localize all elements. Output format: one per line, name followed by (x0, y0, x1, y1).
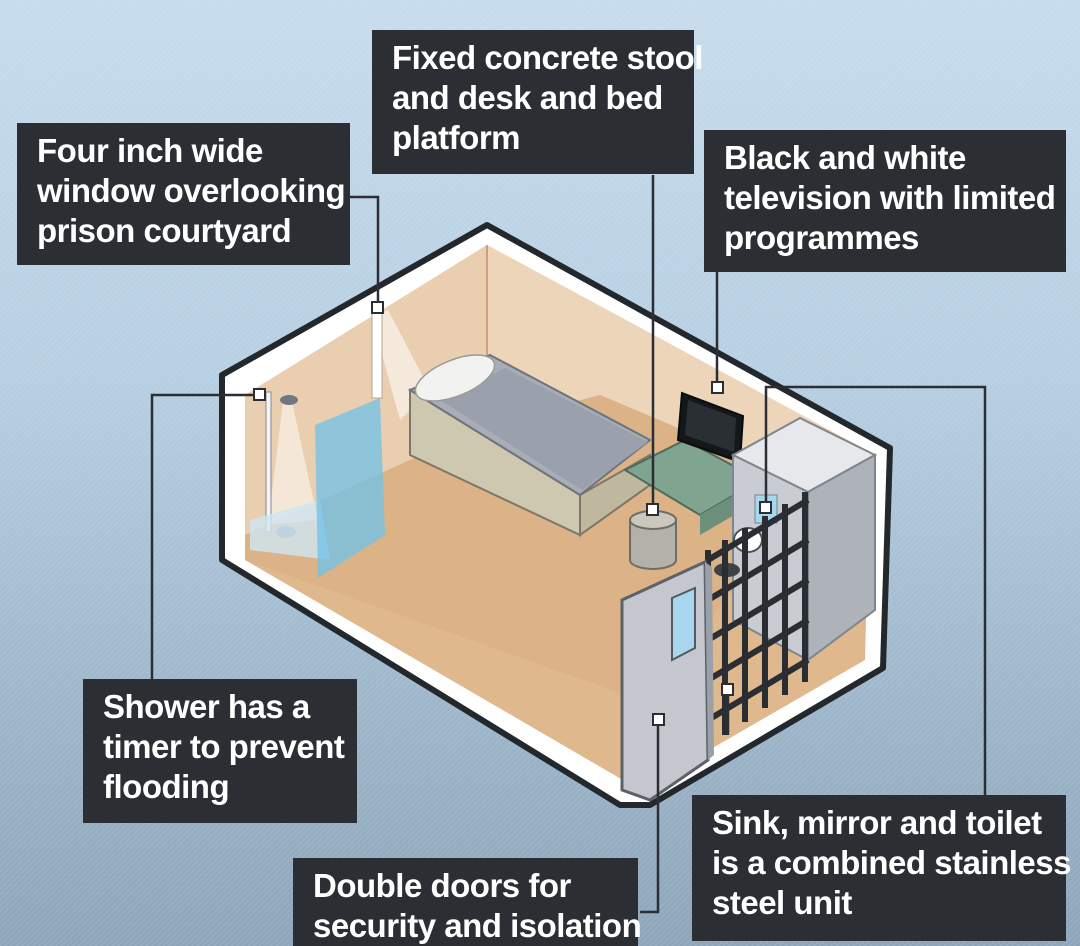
shower-tray (250, 500, 330, 560)
tv-callout-line-2: television with limited (724, 179, 1056, 216)
leader-markers (253, 301, 772, 726)
bed-pillow (414, 354, 496, 402)
window-callout-line-2: window overlooking (37, 172, 346, 209)
window-callout-line-3: prison courtyard (37, 212, 292, 249)
double-doors-callout: Double doors for security and isolation (293, 858, 642, 946)
sink-callout-line-2: is a combined stainless (712, 844, 1071, 881)
window-slit (371, 307, 383, 399)
shower-glass-screen (315, 398, 385, 578)
outer-door-edge (705, 562, 714, 760)
shower-pipe (265, 391, 272, 533)
window-callout-line-1: Four inch wide (37, 132, 263, 169)
leader-lines (150, 175, 987, 914)
shower-callout: Shower has a timer to prevent flooding (83, 679, 357, 823)
bed-blanket (440, 368, 648, 490)
tv-callout-line-1: Black and white (724, 139, 966, 176)
steel-unit-callout: Sink, mirror and toilet is a combined st… (692, 795, 1071, 941)
television-screen (685, 400, 736, 452)
back-left-wall (245, 245, 487, 535)
shower-callout-line-2: timer to prevent (103, 728, 345, 765)
doors-callout-line-2: security and isolation (313, 907, 642, 944)
shower-light-beam (268, 402, 318, 525)
window-callout: Four inch wide window overlooking prison… (17, 123, 350, 265)
stool-callout-line-1: Fixed concrete stool (392, 39, 703, 76)
sink-callout-line-1: Sink, mirror and toilet (712, 804, 1042, 841)
door-viewing-window (671, 586, 696, 662)
shower-head (280, 395, 298, 405)
shower-callout-line-3: flooding (103, 768, 230, 805)
sink-callout-line-3: steel unit (712, 884, 852, 921)
concrete-stool (629, 519, 677, 570)
television-callout: Black and white television with limited … (704, 130, 1066, 272)
doors-callout-line-1: Double doors for (313, 867, 571, 904)
stool-callout-line-2: and desk and bed (392, 79, 663, 116)
stool-callout-line-3: platform (392, 119, 521, 156)
shower-callout-line-1: Shower has a (103, 688, 310, 725)
stool-desk-bed-callout: Fixed concrete stool and desk and bed pl… (372, 30, 703, 174)
tv-callout-line-3: programmes (724, 219, 919, 256)
